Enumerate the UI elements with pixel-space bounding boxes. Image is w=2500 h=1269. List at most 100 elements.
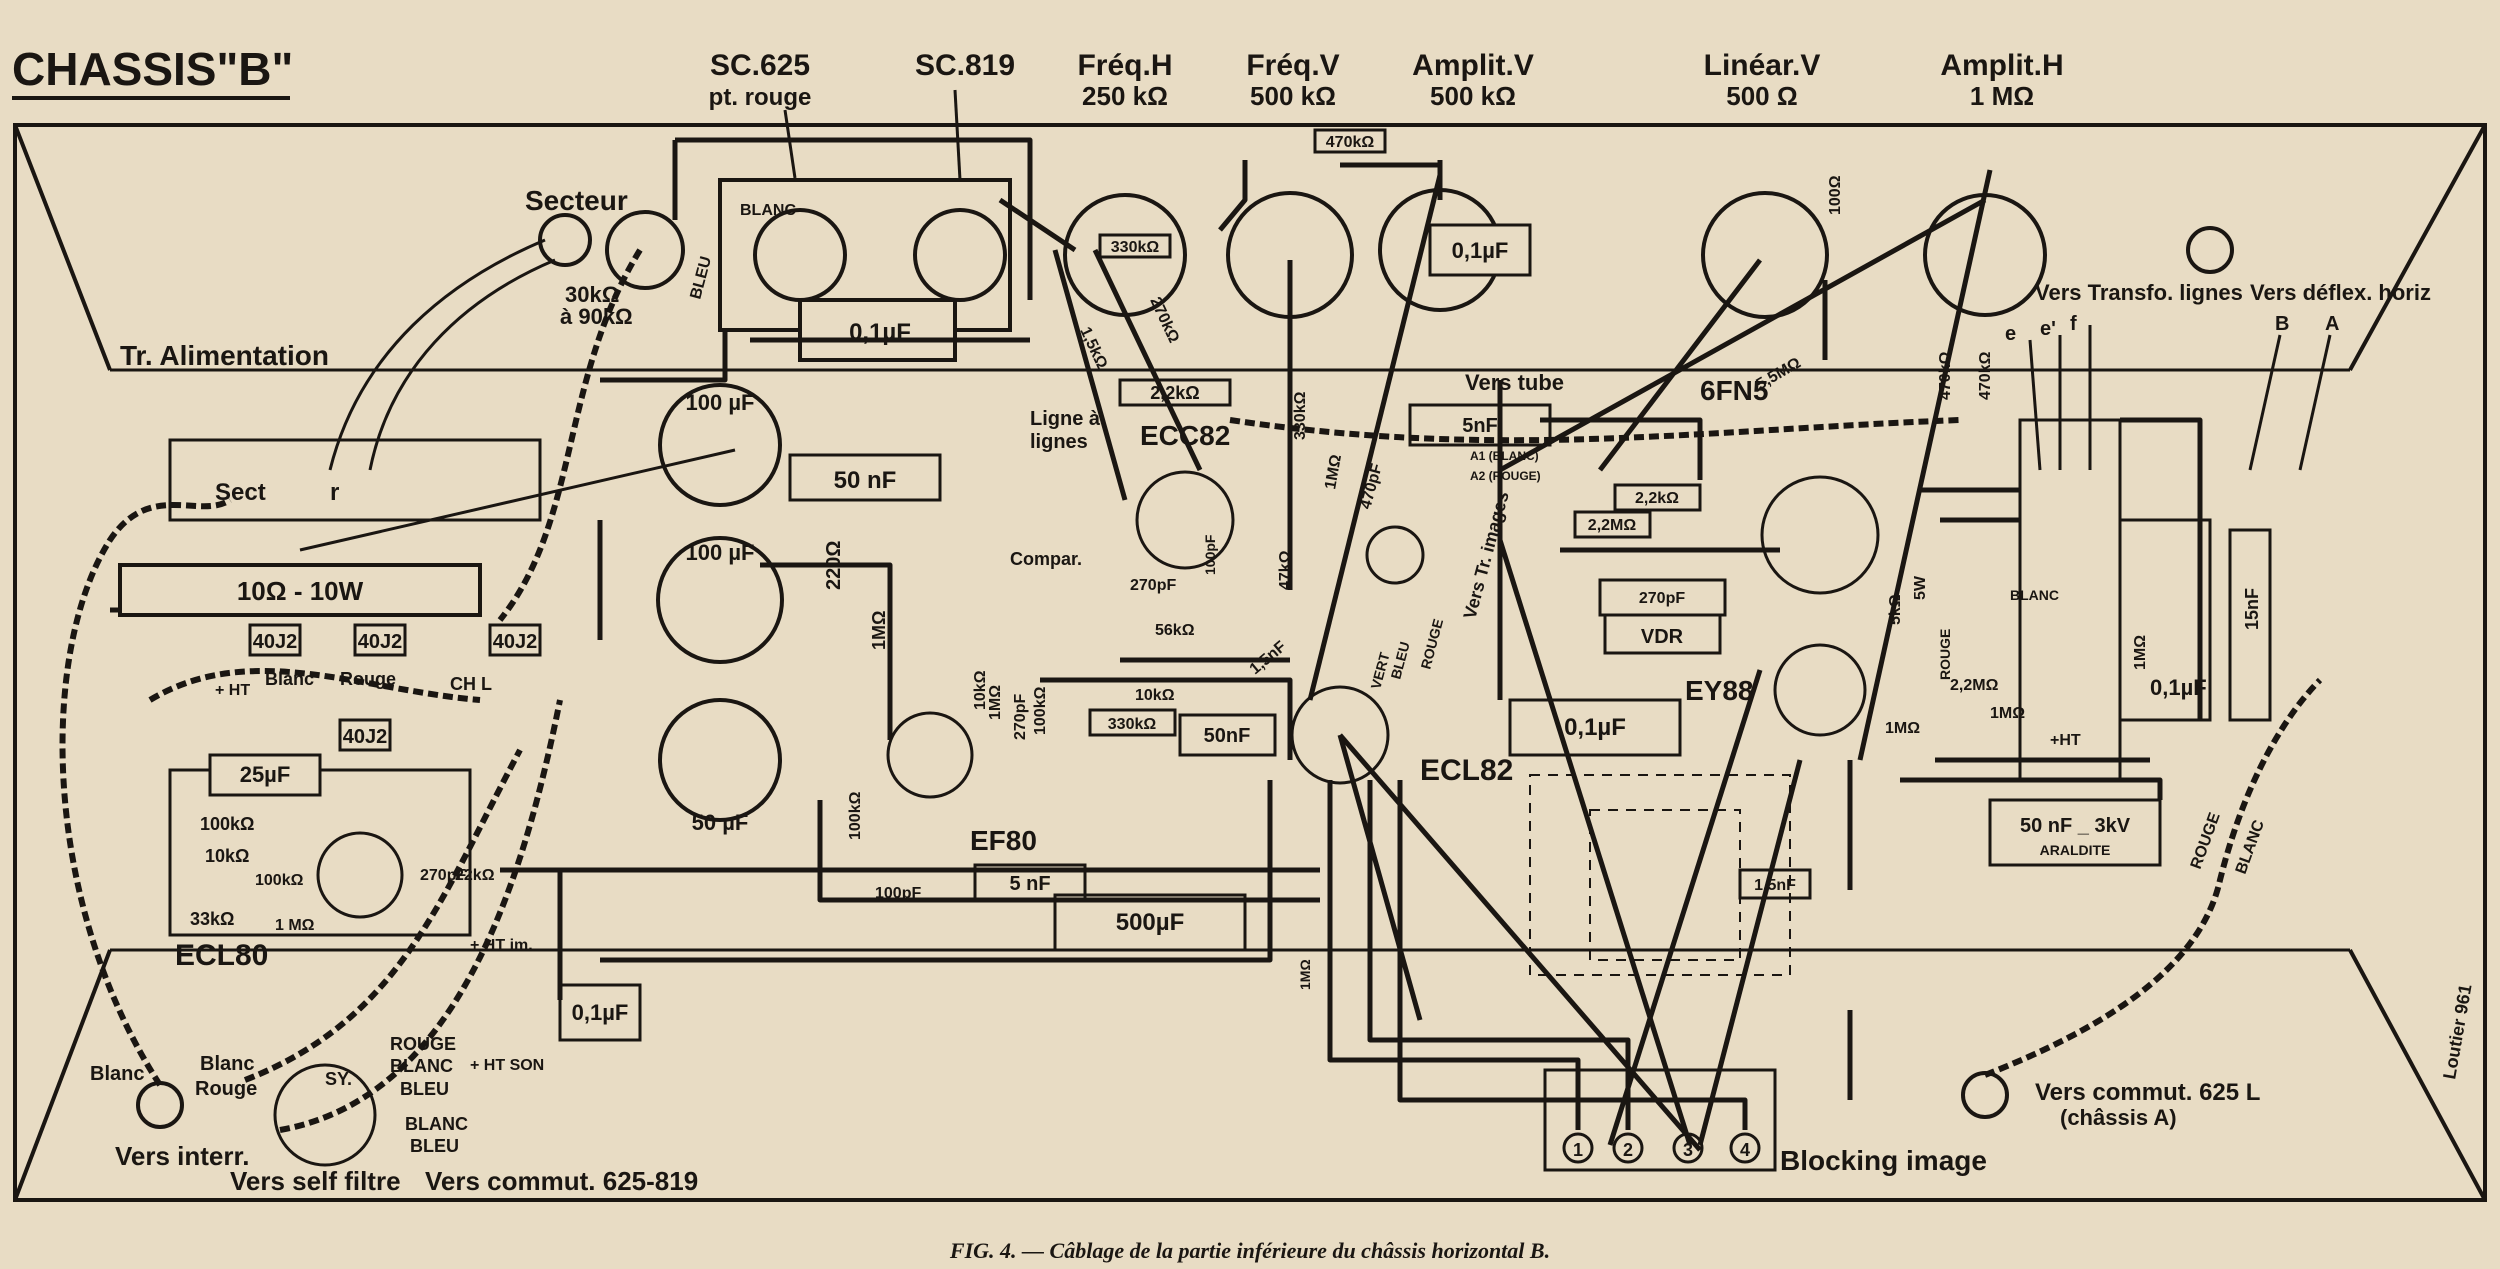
- r330k-a-body: [1088, 708, 1177, 737]
- r1m-d: 1MΩ: [1322, 453, 1345, 491]
- blocking-pins: [1562, 1132, 1761, 1164]
- label-amplit-v-val: 500 kΩ: [1430, 81, 1516, 111]
- blanc-cord-2: Blanc: [200, 1053, 254, 1075]
- r22m: 2,2MΩ: [1588, 517, 1637, 534]
- r22k-label: 22kΩ: [455, 867, 495, 884]
- r5w: 5W: [1912, 575, 1929, 600]
- res10-label: 10Ω - 10W: [237, 576, 364, 606]
- rouge-v: ROUGE: [1417, 617, 1446, 671]
- signature: Loutier 961: [2439, 983, 2475, 1081]
- ecl82-label: ECL82: [1420, 754, 1513, 787]
- c01-amp-body: [1428, 223, 1532, 277]
- c100pf-b: 100pF: [1202, 534, 1218, 575]
- c50nf-b: 50nF: [1204, 725, 1251, 747]
- r22m-b: 2,2MΩ: [1950, 677, 1999, 694]
- c270-b: 270pF: [1012, 694, 1029, 740]
- tube-grommet: [1365, 525, 1425, 585]
- c50nf: 50 nF: [834, 467, 897, 494]
- r22k-c-body: [1613, 483, 1702, 512]
- c01-amp: 0,1µF: [1452, 238, 1509, 263]
- r33k-label: 33kΩ: [190, 909, 234, 929]
- r1m-c: 1MΩ: [987, 685, 1004, 720]
- rouge-label: Rouge: [340, 669, 396, 689]
- ef80-label: EF80: [970, 825, 1037, 856]
- c5nf-b-body: [1408, 403, 1552, 447]
- c50nf3kv: 50 nF _ 3kV: [2020, 815, 2131, 837]
- r22m-body: [1573, 510, 1652, 539]
- blanc-wire-2: BLANC: [405, 1114, 468, 1134]
- r100k-a: 100kΩ: [200, 814, 254, 834]
- label-sc819: SC.819: [915, 49, 1015, 82]
- c270-c: 270pF: [1130, 577, 1176, 594]
- pot-linear-v: [1701, 191, 1829, 319]
- ht-im: + HT im.: [470, 937, 533, 954]
- r10k-c: 10kΩ: [1135, 687, 1175, 704]
- c500-body: [1053, 893, 1247, 952]
- r1m-f: 1MΩ: [1990, 705, 2025, 722]
- c270-d: 270pF: [1639, 590, 1685, 607]
- vers-commut: Vers commut. 625-819: [425, 1166, 698, 1196]
- ht-left: + HT: [215, 682, 250, 699]
- c4032-a: 40J2: [253, 631, 298, 653]
- r100k-b: 100kΩ: [255, 872, 304, 889]
- r1m-e: 1MΩ: [1297, 959, 1313, 990]
- compar-label: Compar.: [1010, 549, 1082, 569]
- e-prime-label: e': [2040, 318, 2056, 340]
- chassis-title: CHASSIS"B": [12, 43, 293, 95]
- bleu-label: BLEU: [687, 255, 715, 301]
- secteur-grommet: [538, 213, 592, 267]
- vers-self: Vers self filtre: [230, 1166, 401, 1196]
- ligne-label: Ligne à: [1030, 408, 1101, 430]
- f-label: f: [2070, 313, 2077, 335]
- sy-label: SY.: [325, 1069, 352, 1089]
- vers-tube: Vers tube: [1465, 370, 1564, 395]
- r22k-c: 2,2kΩ: [1635, 490, 1679, 507]
- filter-caps: [248, 623, 542, 752]
- ecl80-label: ECL80: [175, 939, 268, 972]
- r55m: 5,5MΩ: [1754, 354, 1805, 393]
- c50nf-body: [788, 453, 942, 502]
- r100k-d: 100kΩ: [1032, 686, 1049, 735]
- pin-4: 4: [1740, 1140, 1750, 1160]
- ey88-socket: [1773, 643, 1867, 737]
- ht-son: + HT SON: [470, 1057, 544, 1074]
- c25-label: 25µF: [240, 762, 291, 787]
- r330k-b: 330kΩ: [1111, 239, 1160, 256]
- r100k-c: 100kΩ: [847, 791, 864, 840]
- bleu-wire-2: BLEU: [410, 1136, 459, 1156]
- label-amplit-h-val: 1 MΩ: [1970, 81, 2034, 111]
- a-label: A: [2325, 313, 2339, 335]
- ef80-socket: [886, 711, 974, 799]
- bleu-v: BLEU: [1387, 640, 1412, 681]
- label-leaders: [783, 89, 962, 181]
- r1m-a: 1 MΩ: [275, 917, 315, 934]
- rouge-h: ROUGE: [1937, 629, 1953, 680]
- pot-amplit-h: [1923, 193, 2047, 317]
- self-filtre: [273, 1063, 377, 1167]
- r100: 100Ω: [1827, 175, 1844, 215]
- rouge-diag: ROUGE: [2188, 810, 2224, 871]
- c15nf-c-body: [2228, 528, 2272, 722]
- top-labels: SC.625 pt. rouge SC.819 Fréq.H 250 kΩ Fr…: [709, 49, 2064, 111]
- interr-terminal: [136, 1081, 184, 1129]
- label-amplit-v: Amplit.V: [1412, 49, 1534, 82]
- hidden-outline: [1529, 774, 1791, 976]
- c4032-c: 40J2: [493, 631, 538, 653]
- c5nf-a: 5 nF: [1009, 873, 1050, 895]
- c100a: 100 µF: [686, 390, 755, 415]
- blocking-label: Blocking image: [1780, 1145, 1987, 1176]
- c25-body: [208, 753, 322, 797]
- ht-h: +HT: [2050, 732, 2081, 749]
- thin-wires: [299, 238, 2332, 552]
- araldite: ARALDITE: [2040, 842, 2111, 858]
- c01-left: 0,1µF: [572, 1000, 629, 1025]
- vdr: VDR: [1641, 626, 1684, 648]
- pin-2: 2: [1623, 1140, 1633, 1160]
- r10k-b: 10kΩ: [972, 670, 989, 710]
- a2-label: A2 (ROUGE): [1470, 469, 1541, 483]
- r22k-b-body: [1118, 378, 1232, 407]
- label-freq-v-val: 500 kΩ: [1250, 81, 1336, 111]
- blanc-top: BLANC: [740, 202, 796, 219]
